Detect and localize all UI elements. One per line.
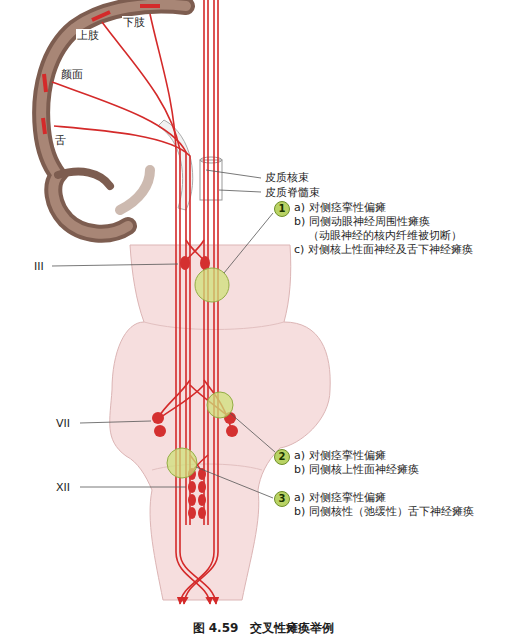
basal-region xyxy=(120,170,150,210)
leader-line xyxy=(230,413,275,452)
facial-nucleus xyxy=(154,425,166,437)
fiber-branch xyxy=(160,385,204,418)
callout-text: b) 同侧核性（弛缓性）舌下神经瘫痪 xyxy=(294,505,474,519)
hypoglossal-nucleus xyxy=(198,494,206,506)
region-label: 颜面 xyxy=(60,68,84,81)
hypoglossal-nucleus xyxy=(198,481,206,493)
callout-number: 2 xyxy=(274,449,290,465)
cortex-area-lower-limb xyxy=(140,4,160,8)
callout-text: b) 同侧核上性面神经瘫痪 xyxy=(294,463,419,477)
callout-body: a) 对侧痉挛性偏瘫b) 同侧核上性面神经瘫痪 xyxy=(294,449,419,477)
hypoglossal-nucleus xyxy=(188,481,196,493)
leader-line xyxy=(196,467,273,498)
tract-label: 皮质脊髓束 xyxy=(265,186,320,199)
brainstem-outline xyxy=(110,245,330,600)
cortex-area-tongue xyxy=(43,118,45,134)
region-label: 舌 xyxy=(54,134,67,147)
leader-line xyxy=(80,487,186,488)
leader-line xyxy=(52,264,178,266)
callout-number: 3 xyxy=(274,491,290,507)
cortex-band xyxy=(41,5,186,234)
limb-label: 上肢 xyxy=(76,29,100,42)
limb-label: 下肢 xyxy=(122,16,146,29)
lesion-area xyxy=(195,268,229,302)
leader-line xyxy=(206,170,261,178)
callout-number: 1 xyxy=(274,201,290,217)
hypoglossal-nucleus xyxy=(188,507,196,519)
callout-text: a) 对侧痉挛性偏瘫 xyxy=(294,201,488,215)
fiber-branch xyxy=(204,380,232,432)
hypoglossal-nucleus xyxy=(188,494,196,506)
corticonuclear-tract xyxy=(52,82,186,525)
cortex-grey-matter xyxy=(41,5,186,234)
facial-nucleus xyxy=(226,425,238,437)
fiber-branch xyxy=(158,380,190,418)
nerve-label: VII xyxy=(56,417,70,430)
callout: 1a) 对侧痉挛性偏瘫b) 同侧动眼神经周围性瘫痪 （动眼神经的核内纤维被切断）… xyxy=(274,201,488,257)
tract-label: 皮质核束 xyxy=(265,171,309,184)
callout-text: b) 同侧动眼神经周围性瘫痪 （动眼神经的核内纤维被切断） xyxy=(294,215,488,243)
callout: 2a) 对侧痉挛性偏瘫b) 同侧核上性面神经瘫痪 xyxy=(274,449,419,477)
callout-text: c) 对侧核上性面神经及舌下神经瘫痪 xyxy=(294,243,488,257)
hypoglossal-nucleus xyxy=(198,507,206,519)
leader-line xyxy=(219,190,261,192)
callout-body: a) 对侧痉挛性偏瘫b) 同侧动眼神经周围性瘫痪 （动眼神经的核内纤维被切断）c… xyxy=(294,201,488,257)
leader-line xyxy=(80,421,151,423)
leader-line xyxy=(224,213,273,273)
facial-nucleus xyxy=(152,412,164,424)
callout: 3a) 对侧痉挛性偏瘫b) 同侧核性（弛缓性）舌下神经瘫痪 xyxy=(274,491,474,519)
figure-caption: 图 4.59 交叉性瘫痪举例 xyxy=(0,620,527,636)
lesion-area xyxy=(167,448,197,478)
callout-body: a) 对侧痉挛性偏瘫b) 同侧核性（弛缓性）舌下神经瘫痪 xyxy=(294,491,474,519)
callout-text: a) 对侧痉挛性偏瘫 xyxy=(294,491,474,505)
lateral-sulcus xyxy=(58,172,110,186)
corticospinal-tract xyxy=(102,22,216,604)
cortex-area-face xyxy=(44,74,46,92)
nerve-label: III xyxy=(34,260,44,273)
cortex-area-upper-limb xyxy=(92,12,110,20)
oculomotor-nucleus xyxy=(180,256,190,270)
nerve-label: XII xyxy=(56,481,70,494)
callout-text: a) 对侧痉挛性偏瘫 xyxy=(294,449,419,463)
lesion-area xyxy=(207,392,233,418)
